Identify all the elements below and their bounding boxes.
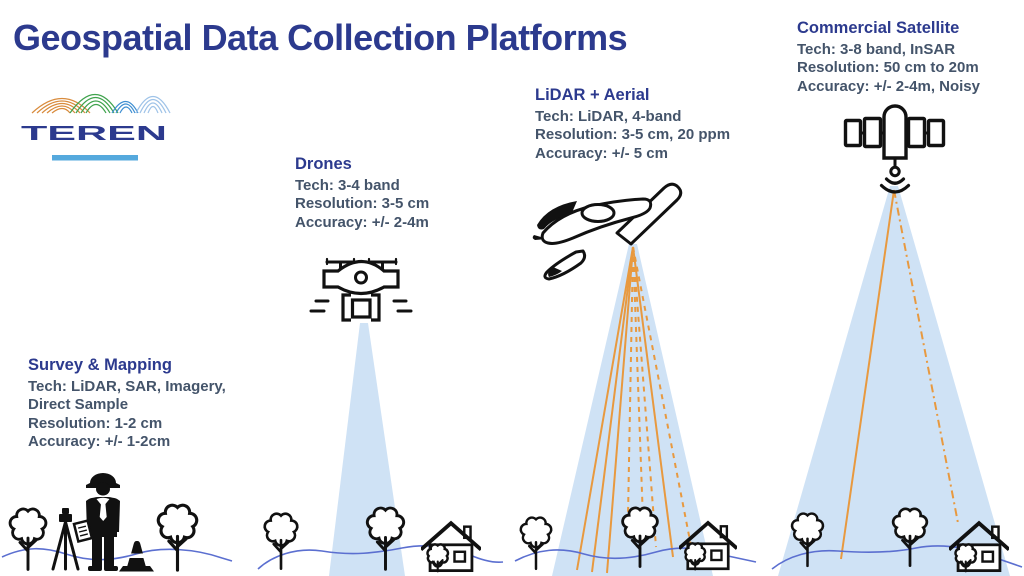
platform-name: Drones (295, 155, 352, 173)
platform-resolution: Resolution: 3-5 cm, 20 ppm (535, 126, 731, 143)
platform-accuracy: Accuracy: +/- 2-4m (295, 213, 429, 231)
traffic-cone-icon (119, 541, 154, 572)
platform-name: Survey & Mapping (28, 356, 172, 374)
teren-logo: TEREN (21, 94, 171, 161)
platform-tech-line2: Direct Sample (28, 396, 129, 413)
platform-name: LiDAR + Aerial (535, 86, 650, 104)
surveyor-person-icon (72, 473, 120, 571)
tree-icon (156, 503, 199, 572)
platform-name: Commercial Satellite (797, 19, 960, 37)
platform-accuracy: Accuracy: +/- 5 cm (535, 144, 668, 162)
platform-tech: Tech: LiDAR, 4-band (535, 107, 682, 125)
platform-accuracy: Accuracy: +/- 2-4m, Noisy (797, 77, 980, 95)
platform-tech: Tech: LiDAR, SAR, Imagery, (28, 377, 226, 395)
logo-underline-bar (52, 155, 138, 161)
satellite-scan-beam (778, 186, 1010, 576)
tree-icon (8, 507, 48, 571)
platform-resolution: Resolution: 1-2 cm (28, 414, 163, 432)
platform-accuracy: Accuracy: +/- 1-2cm (28, 433, 171, 450)
logo-wordmark: TEREN (21, 123, 167, 145)
lidar-scan-beam (552, 244, 713, 576)
platform-block-commercial-satellite: Commercial Satellite Tech: 3-8 band, InS… (797, 19, 980, 96)
house-icon (421, 521, 481, 573)
lidar-ray-lines (576, 246, 693, 574)
platform-block-survey: Survey & Mapping Tech: LiDAR, SAR, Image… (28, 356, 226, 452)
tripod-total-station-icon (51, 508, 80, 571)
logo-mountain-waves-icon (31, 94, 171, 114)
airplane-icon (532, 182, 683, 281)
satellite-icon (843, 104, 946, 194)
platform-block-drones: Drones Tech: 3-4 band Resolution: 3-5 cm… (295, 155, 429, 232)
platform-tech: Tech: 3-4 band (295, 176, 400, 194)
satellite-ray-lines (840, 189, 959, 560)
tree-icon (519, 516, 553, 571)
platform-resolution: Resolution: 50 cm to 20m (797, 59, 979, 76)
platform-block-lidar-aerial: LiDAR + Aerial Tech: LiDAR, 4-band Resol… (535, 86, 730, 163)
platform-resolution: Resolution: 3-5 cm (295, 195, 430, 212)
drone-icon (309, 257, 413, 322)
platform-tech: Tech: 3-8 band, InSAR (797, 40, 956, 58)
page-title: Geospatial Data Collection Platforms (13, 17, 628, 58)
